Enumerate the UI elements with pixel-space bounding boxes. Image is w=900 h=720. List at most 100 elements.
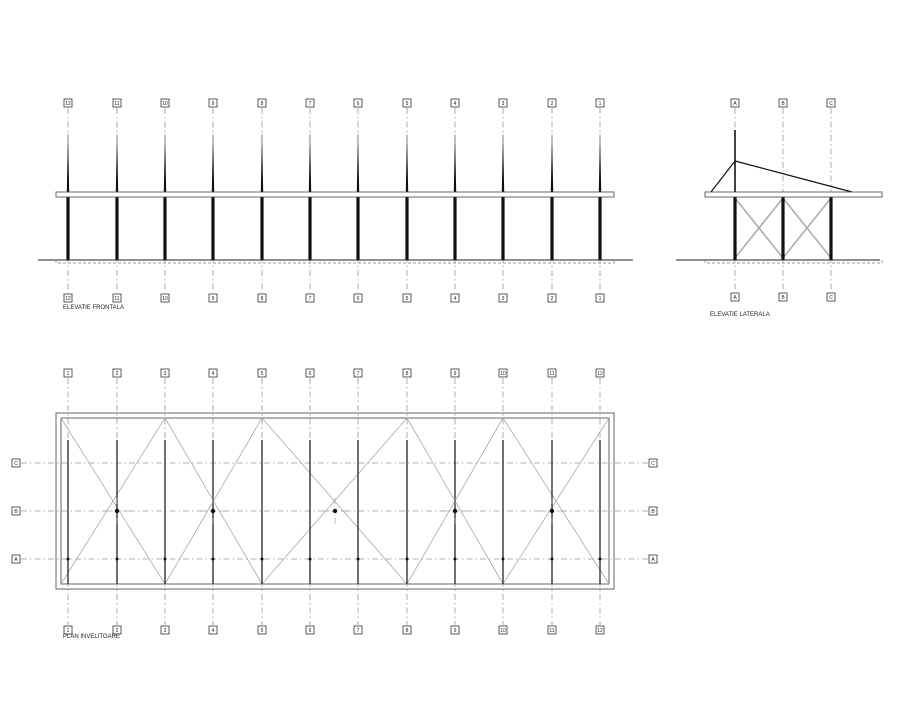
column-post: [163, 197, 167, 260]
grid-bubble: [450, 98, 460, 108]
grid-bubble: [826, 98, 836, 108]
column-post: [733, 197, 737, 260]
grid-bubble-label: 8: [261, 101, 264, 107]
support-node: [598, 557, 602, 561]
mast-post: [356, 130, 360, 192]
mast-post: [598, 130, 602, 192]
roof-outline-inner: [60, 417, 610, 585]
grid-bubble: [450, 368, 460, 378]
tension-node: [332, 508, 338, 514]
grid-bubble: [778, 292, 788, 302]
mast-post: [163, 130, 167, 192]
column-post: [829, 197, 833, 260]
mast-post: [211, 130, 215, 192]
grid-bubble: [595, 368, 605, 378]
grid-bubble: [208, 368, 218, 378]
grid-bubble: [353, 368, 363, 378]
tension-node: [210, 508, 216, 514]
tension-node: [452, 508, 458, 514]
tension-node: [549, 508, 555, 514]
grid-bubble-label: 3: [164, 371, 167, 377]
grid-bubble: [648, 554, 658, 564]
mast-post: [66, 130, 70, 192]
grid-bubble-label: B: [781, 101, 785, 107]
grid-bubble-label: 6: [309, 628, 312, 634]
grid-bubble-label: 6: [309, 371, 312, 377]
grid-bubble: [112, 98, 122, 108]
grid-bubble-label: 5: [406, 296, 409, 302]
grid-bubble: [648, 458, 658, 468]
grid-bubble-label: 2: [116, 628, 119, 634]
mast-post: [115, 130, 119, 192]
grid-bubble-label: C: [829, 101, 833, 107]
grid-bubble-label: 6: [357, 296, 360, 302]
grid-bubble: [498, 293, 508, 303]
grid-bubble: [402, 625, 412, 635]
grid-bubble-label: 3: [502, 101, 505, 107]
front-elevation-title: ELEVATIE FRONTALA: [63, 305, 125, 311]
grid-bubble-label: 9: [454, 628, 457, 634]
grid-bubble: [826, 292, 836, 302]
grid-bubble-label: B: [651, 509, 655, 515]
grid-bubble-label: 12: [597, 628, 603, 634]
grid-bubble-label: 7: [357, 628, 360, 634]
column-post: [501, 197, 505, 260]
grid-bubble-label: A: [733, 101, 737, 107]
grid-bubble-label: 8: [406, 628, 409, 634]
grid-bubble-label: 10: [162, 296, 168, 302]
grid-bubble: [208, 98, 218, 108]
grid-bubble-label: 9: [212, 296, 215, 302]
support-node: [260, 557, 264, 561]
grid-bubble-label: 8: [261, 296, 264, 302]
grid-bubble: [595, 293, 605, 303]
grid-bubble: [402, 368, 412, 378]
grid-bubble-label: 7: [309, 296, 312, 302]
grid-bubble: [778, 98, 788, 108]
grid-bubble: [11, 458, 21, 468]
roof-diagonal: [60, 417, 166, 585]
grid-bubble-label: 4: [212, 371, 215, 377]
column-post: [115, 197, 119, 260]
grid-bubble: [257, 625, 267, 635]
foundation-line: [55, 260, 615, 264]
grid-bubble: [547, 625, 557, 635]
mast-post: [501, 130, 505, 192]
grid-bubble-label: 12: [65, 296, 71, 302]
grid-bubble: [160, 98, 170, 108]
grid-bubble-label: 2: [551, 296, 554, 302]
grid-bubble: [305, 368, 315, 378]
grid-bubble: [11, 554, 21, 564]
grid-bubble-label: 4: [212, 628, 215, 634]
grid-bubble: [63, 625, 73, 635]
column-post: [453, 197, 457, 260]
grid-bubble-label: 1: [599, 101, 602, 107]
grid-bubble: [402, 98, 412, 108]
grid-bubble-label: C: [829, 295, 833, 301]
grid-bubble-label: 7: [357, 371, 360, 377]
roof-diagonal: [261, 417, 408, 585]
grid-bubble: [353, 98, 363, 108]
grid-bubble-label: 11: [549, 371, 554, 377]
grid-bubble-label: 3: [164, 628, 167, 634]
grid-bubble: [160, 293, 170, 303]
grid-bubble-label: A: [733, 295, 737, 301]
cross-brace: [782, 197, 832, 259]
grid-bubble: [257, 293, 267, 303]
grid-bubble: [11, 506, 21, 516]
grid-bubble-label: 7: [309, 101, 312, 107]
roof-diagonal: [502, 417, 610, 585]
column-post: [550, 197, 554, 260]
column-post: [405, 197, 409, 260]
grid-bubble-label: 11: [114, 296, 119, 302]
grid-bubble: [402, 293, 412, 303]
support-node: [550, 557, 554, 561]
support-node: [308, 557, 312, 561]
grid-bubble: [547, 293, 557, 303]
mast-post: [550, 130, 554, 192]
support-node: [405, 557, 409, 561]
grid-bubble-label: 4: [454, 296, 457, 302]
grid-bubble-label: C: [14, 461, 18, 467]
side-elevation-title: ELEVATIE LATERALA: [710, 312, 770, 318]
column-post: [308, 197, 312, 260]
